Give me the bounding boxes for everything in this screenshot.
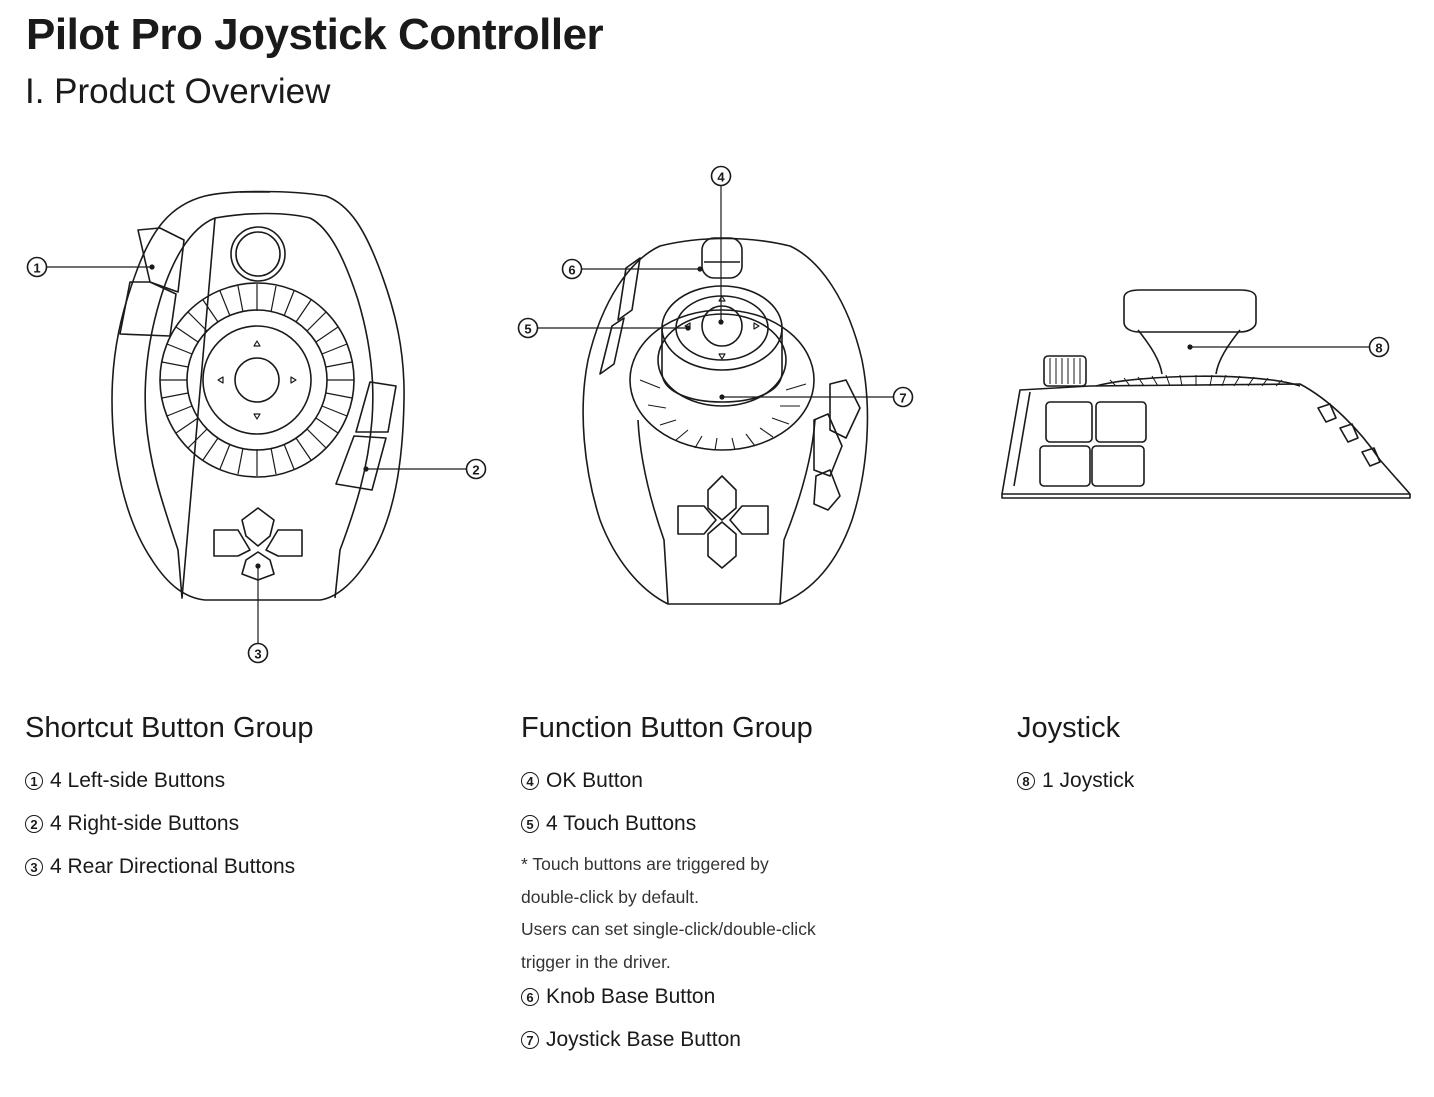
callout-number: 2: [25, 815, 43, 833]
callout-markers: [28, 167, 1389, 663]
product-illustrations: 1 2 3 4 5 6 7 8: [0, 0, 1434, 700]
callout-7: 7: [899, 391, 906, 406]
list-item: 8 1 Joystick: [1017, 768, 1134, 794]
group-heading: Function Button Group: [521, 708, 816, 748]
callout-5: 5: [524, 322, 531, 337]
item-label: 4 Touch Buttons: [546, 811, 696, 837]
callout-number: 1: [25, 772, 43, 790]
touch-button-note: * Touch buttons are triggered by double-…: [521, 848, 816, 978]
list-item: 5 4 Touch Buttons: [521, 811, 816, 837]
list-item: 4 OK Button: [521, 768, 816, 794]
group-heading: Joystick: [1017, 708, 1134, 748]
item-label: OK Button: [546, 768, 643, 794]
item-label: Knob Base Button: [546, 984, 715, 1010]
side-view-callouts: [1188, 345, 1369, 349]
callout-8: 8: [1375, 341, 1382, 356]
list-item: 6 Knob Base Button: [521, 984, 816, 1010]
joystick-group: Joystick 8 1 Joystick: [1017, 708, 1134, 811]
callout-1: 1: [33, 261, 40, 276]
note-line: double-click by default.: [521, 881, 816, 914]
callout-4: 4: [717, 170, 725, 185]
callout-number: 7: [521, 1031, 539, 1049]
callout-number: 8: [1017, 772, 1035, 790]
item-label: 4 Rear Directional Buttons: [50, 854, 295, 880]
note-line: trigger in the driver.: [521, 946, 816, 979]
callout-number: 5: [521, 815, 539, 833]
function-button-group: Function Button Group 4 OK Button 5 4 To…: [521, 708, 816, 1070]
side-view-diagram: [1002, 290, 1410, 498]
callout-number: 4: [521, 772, 539, 790]
callout-3: 3: [254, 647, 261, 662]
list-item: 1 4 Left-side Buttons: [25, 768, 314, 794]
group-heading: Shortcut Button Group: [25, 708, 314, 748]
item-label: Joystick Base Button: [546, 1027, 741, 1053]
callout-number: 6: [521, 988, 539, 1006]
shortcut-button-group: Shortcut Button Group 1 4 Left-side Butt…: [25, 708, 314, 897]
note-line: * Touch buttons are triggered by: [521, 848, 816, 881]
callout-6: 6: [568, 263, 575, 278]
list-item: 7 Joystick Base Button: [521, 1027, 816, 1053]
item-label: 1 Joystick: [1042, 768, 1134, 794]
callout-2: 2: [472, 463, 479, 478]
list-item: 2 4 Right-side Buttons: [25, 811, 314, 837]
callout-labels: 1 2 3 4 5 6 7 8: [33, 170, 1382, 662]
callout-number: 3: [25, 858, 43, 876]
front-view-diagram: [112, 192, 404, 601]
list-item: 3 4 Rear Directional Buttons: [25, 854, 314, 880]
item-label: 4 Right-side Buttons: [50, 811, 239, 837]
item-label: 4 Left-side Buttons: [50, 768, 225, 794]
note-line: Users can set single-click/double-click: [521, 913, 816, 946]
angled-view-diagram: [583, 238, 867, 604]
angled-view-callouts: [538, 186, 893, 399]
